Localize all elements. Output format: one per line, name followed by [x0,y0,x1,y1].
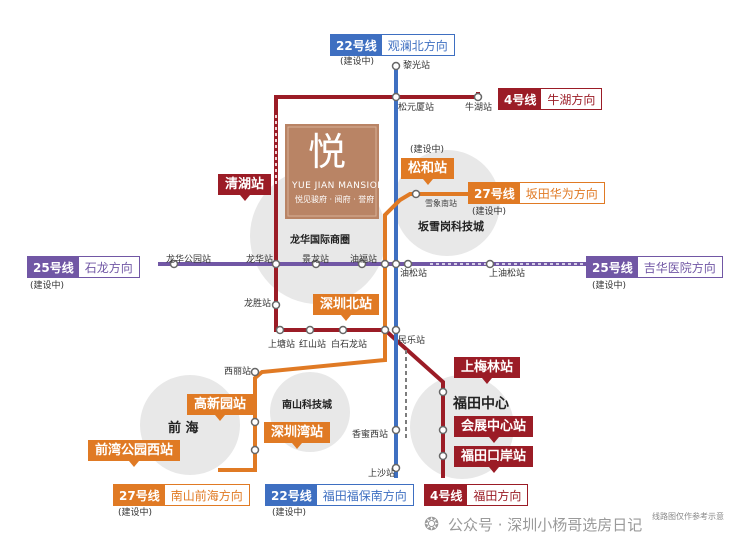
station-youfu: 油福站 [350,255,378,265]
line22-south-dir: 福田福保南方向 [316,485,413,505]
line27-north-box: 27号线 坂田华为方向 [468,182,605,204]
tag-huizhan-zhongxin: 会展中心站 [454,416,534,443]
line27-south-construction: (建设中) [118,508,153,518]
line25-east-construction: (建设中) [592,281,627,291]
station-baishilong: 白石龙站 [331,340,368,350]
tag-shenzhen-wan: 深圳湾站 [264,422,331,449]
station-shangsha: 上沙站 [368,469,396,479]
project-building-frame [287,126,377,217]
station-hongshan: 红山站 [299,340,327,350]
tag-shangmeilin: 上梅林站 [454,357,521,384]
station-liguang: 黎光站 [403,61,431,71]
line25-west-box: 25号线 石龙方向 [27,256,140,278]
area-label-longhua: 龙华国际商圈 [290,235,350,246]
area-label-qianhai: 前 海 [168,421,199,436]
line25-east-box: 25号线 吉华医院方向 [586,256,723,278]
line27-track [218,192,480,472]
line4-branch [396,92,480,99]
project-name-cn: 悦见骏府 · 阅府 · 誉府 [295,195,375,204]
project-name-en: YUE JIAN MANSION [292,181,385,191]
station-shangyousong: 上油松站 [489,269,526,279]
line25-east-num: 25号线 [587,257,638,277]
station-jinglong: 景龙站 [302,255,330,265]
station-xiangmixi: 香蜜西站 [352,430,389,440]
station-minle: 民乐站 [398,336,426,346]
footer-note: 线路图仅作参考示意 [652,512,724,521]
line25-west-dir: 石龙方向 [78,257,139,277]
line25-west-construction: (建设中) [30,281,65,291]
station-yousong: 油松站 [400,269,428,279]
station-xili: 西丽站 [224,367,252,377]
line4-south-num: 4号线 [425,485,468,505]
line27-south-box: 27号线 南山前海方向 [113,484,250,506]
line27-south-num: 27号线 [114,485,165,505]
project-building [285,124,379,219]
station-longsheng: 龙胜站 [244,299,272,309]
wechat-icon: ❂ [424,514,440,535]
line25-east-dir: 吉华医院方向 [637,257,722,277]
line22-north-num: 22号线 [331,35,382,55]
area-label-nanshan: 南山科技城 [282,400,332,411]
station-xuexiangnan: 雪象南站 [425,199,457,208]
line4-south-box: 4号线 福田方向 [424,484,529,506]
station-dots [169,61,495,473]
station-niuhu: 牛湖站 [465,103,493,113]
line22-north-construction: (建设中) [340,57,375,67]
tag-qinghu: 清湖站 [218,174,272,201]
station-shangtang: 上塘站 [268,340,296,350]
tag-shenzhen-bei: 深圳北站 [313,294,380,321]
project-logo-icon: 悦 [308,130,347,174]
line22-north-dir: 观澜北方向 [381,35,454,55]
tag-qianwan-gongyuan-xi: 前湾公园西站 [88,440,181,467]
line27-north-construction: (建设中) [472,207,507,217]
line22-south-construction: (建设中) [272,508,307,518]
songhe-construction: (建设中) [410,145,445,155]
line4-north-box: 4号线 牛湖方向 [498,88,603,110]
line22-south-num: 22号线 [266,485,317,505]
footer-watermark: 公众号 · 深圳小杨哥选房日记 [448,516,643,534]
station-longhuagongyuan: 龙华公园站 [166,255,212,265]
line25-west-num: 25号线 [28,257,79,277]
station-songyuansha: 松元厦站 [398,103,435,113]
tag-futian-kouan: 福田口岸站 [454,446,534,473]
line22-south-box: 22号线 福田福保南方向 [265,484,414,506]
line4-north-num: 4号线 [499,89,542,109]
area-label-bantian: 坂雪岗科技城 [418,220,484,233]
line4-north-dir: 牛湖方向 [541,89,602,109]
area-label-futian: 福田中心 [453,396,509,412]
line27-south-dir: 南山前海方向 [164,485,249,505]
tag-gaoxinyuan: 高新园站 [187,394,254,421]
tag-songhe: 松和站 [401,158,455,185]
line27-north-num: 27号线 [469,183,520,203]
line4-south-dir: 福田方向 [467,485,528,505]
line27-north-dir: 坂田华为方向 [519,183,604,203]
station-longhua: 龙华站 [246,255,274,265]
line22-north-box: 22号线 观澜北方向 [330,34,455,56]
